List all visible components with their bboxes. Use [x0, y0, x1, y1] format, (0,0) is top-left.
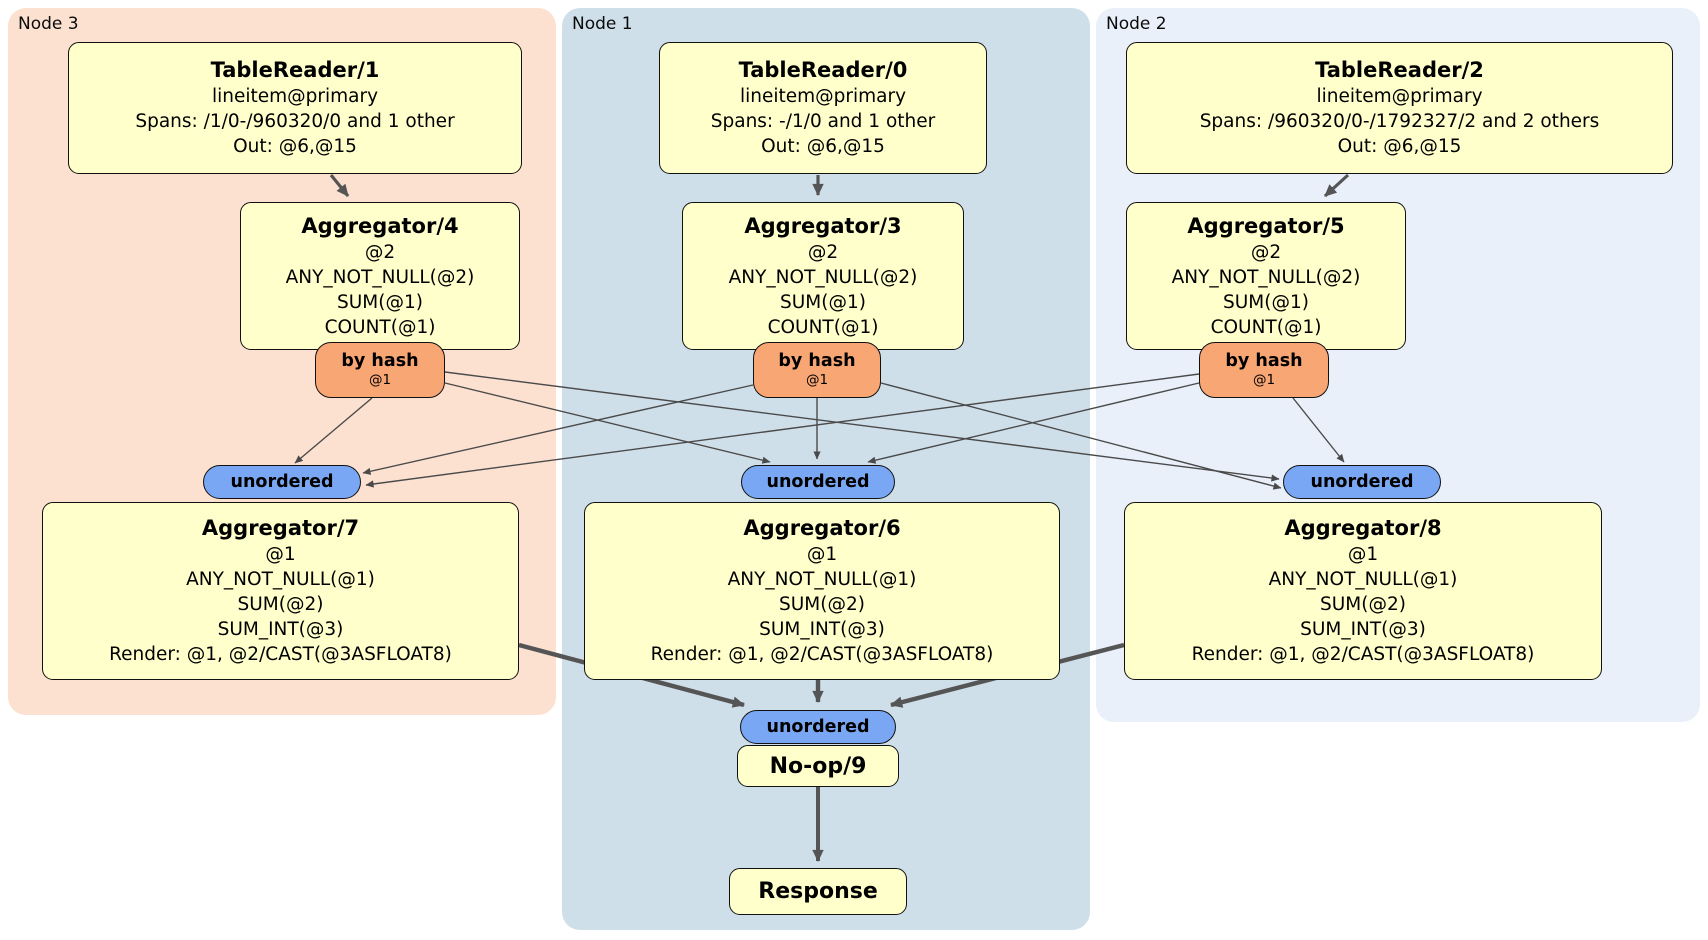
processor-aggregator-7: Aggregator/7 @1 ANY_NOT_NULL(@1) SUM(@2)… [42, 502, 519, 680]
processor-title: Aggregator/5 [1187, 213, 1345, 238]
processor-title: TableReader/1 [210, 58, 380, 82]
router-by-hash-5: by hash @1 [1199, 342, 1329, 398]
processor-agg-fn: SUM(@1) [1223, 291, 1309, 313]
region-node3-label: Node 3 [18, 14, 79, 34]
processor-spans: Spans: /960320/0-/1792327/2 and 2 others [1199, 111, 1600, 132]
processor-out: Out: @6,@15 [233, 136, 357, 157]
processor-title: Aggregator/3 [744, 213, 902, 238]
processor-out: Out: @6,@15 [1337, 136, 1462, 157]
processor-agg-fn: ANY_NOT_NULL(@1) [1268, 569, 1458, 590]
processor-agg-fn: COUNT(@1) [1210, 316, 1322, 338]
processor-noop-9: No-op/9 [737, 745, 899, 787]
processor-tablereader-0: TableReader/0 lineitem@primary Spans: -/… [659, 42, 987, 174]
processor-out: Out: @6,@15 [761, 136, 885, 157]
processor-title: Aggregator/7 [201, 516, 360, 540]
processor-agg-fn: SUM(@1) [337, 291, 423, 313]
processor-agg-fn: SUM(@2) [779, 594, 865, 615]
sync-label: unordered [766, 472, 870, 492]
processor-agg-fn: ANY_NOT_NULL(@2) [728, 266, 918, 288]
processor-agg-fn: SUM_INT(@3) [217, 619, 344, 640]
processor-agg-fn: ANY_NOT_NULL(@2) [285, 266, 475, 288]
processor-group-cols: @2 [807, 241, 839, 263]
processor-spans: Spans: /1/0-/960320/0 and 1 other [135, 111, 455, 132]
processor-title: Aggregator/8 [1284, 516, 1442, 540]
processor-agg-fn: SUM_INT(@3) [759, 619, 885, 640]
processor-agg-fn: COUNT(@1) [324, 316, 436, 338]
router-label: by hash [1225, 351, 1303, 371]
processor-tablereader-1: TableReader/1 lineitem@primary Spans: /1… [68, 42, 522, 174]
sync-unordered-node2: unordered [1283, 465, 1441, 499]
processor-render-expr: Render: @1, @2/CAST(@3ASFLOAT8) [1191, 644, 1535, 665]
processor-tablereader-2: TableReader/2 lineitem@primary Spans: /9… [1126, 42, 1673, 174]
processor-group-cols: @1 [1347, 544, 1379, 565]
processor-agg-fn: SUM(@2) [1320, 594, 1406, 615]
processor-agg-fn: SUM(@2) [237, 594, 324, 615]
edge-router-to-sync [294, 371, 1345, 490]
router-hash-columns: @1 [1252, 372, 1276, 388]
processor-aggregator-3: Aggregator/3 @2 ANY_NOT_NULL(@2) SUM(@1)… [682, 202, 964, 350]
processor-group-cols: @2 [364, 241, 396, 263]
router-hash-columns: @1 [368, 372, 392, 388]
processor-group-cols: @2 [1250, 241, 1282, 263]
processor-render-expr: Render: @1, @2/CAST(@3ASFLOAT8) [109, 644, 452, 665]
router-by-hash-4: by hash @1 [315, 342, 445, 398]
processor-response: Response [729, 868, 907, 915]
sync-label: unordered [230, 472, 334, 492]
processor-agg-fn: ANY_NOT_NULL(@1) [186, 569, 375, 590]
sync-unordered-node3: unordered [203, 465, 361, 499]
processor-spans: Spans: -/1/0 and 1 other [710, 111, 936, 132]
edge-tablereader-to-aggregator [329, 173, 1350, 198]
processor-title: Aggregator/6 [743, 516, 901, 540]
router-label: by hash [341, 351, 419, 371]
sync-unordered-final: unordered [740, 710, 896, 744]
region-node1-label: Node 1 [572, 14, 633, 34]
processor-aggregator-6: Aggregator/6 @1 ANY_NOT_NULL(@1) SUM(@2)… [584, 502, 1060, 680]
processor-agg-fn: SUM_INT(@3) [1300, 619, 1426, 640]
processor-render-expr: Render: @1, @2/CAST(@3ASFLOAT8) [650, 644, 994, 665]
sync-label: unordered [766, 717, 870, 737]
processor-aggregator-8: Aggregator/8 @1 ANY_NOT_NULL(@1) SUM(@2)… [1124, 502, 1602, 680]
region-node2-label: Node 2 [1106, 14, 1167, 34]
processor-index: lineitem@primary [1316, 86, 1483, 107]
sync-label: unordered [1310, 472, 1414, 492]
processor-title: No-op/9 [769, 753, 867, 779]
processor-aggregator-5: Aggregator/5 @2 ANY_NOT_NULL(@2) SUM(@1)… [1126, 202, 1406, 350]
processor-group-cols: @1 [265, 544, 296, 565]
processor-agg-fn: ANY_NOT_NULL(@2) [1171, 266, 1361, 288]
sync-unordered-node1: unordered [741, 465, 895, 499]
processor-index: lineitem@primary [739, 86, 907, 107]
processor-title: TableReader/0 [738, 58, 908, 82]
router-by-hash-3: by hash @1 [753, 342, 881, 398]
router-label: by hash [778, 351, 856, 371]
processor-aggregator-4: Aggregator/4 @2 ANY_NOT_NULL(@2) SUM(@1)… [240, 202, 520, 350]
processor-index: lineitem@primary [211, 86, 379, 107]
router-hash-columns: @1 [805, 372, 829, 388]
processor-group-cols: @1 [806, 544, 838, 565]
processor-title: TableReader/2 [1315, 58, 1484, 82]
processor-title: Response [758, 879, 878, 904]
processor-agg-fn: COUNT(@1) [767, 316, 879, 338]
processor-agg-fn: ANY_NOT_NULL(@1) [727, 569, 917, 590]
processor-agg-fn: SUM(@1) [780, 291, 866, 313]
processor-title: Aggregator/4 [301, 213, 459, 238]
